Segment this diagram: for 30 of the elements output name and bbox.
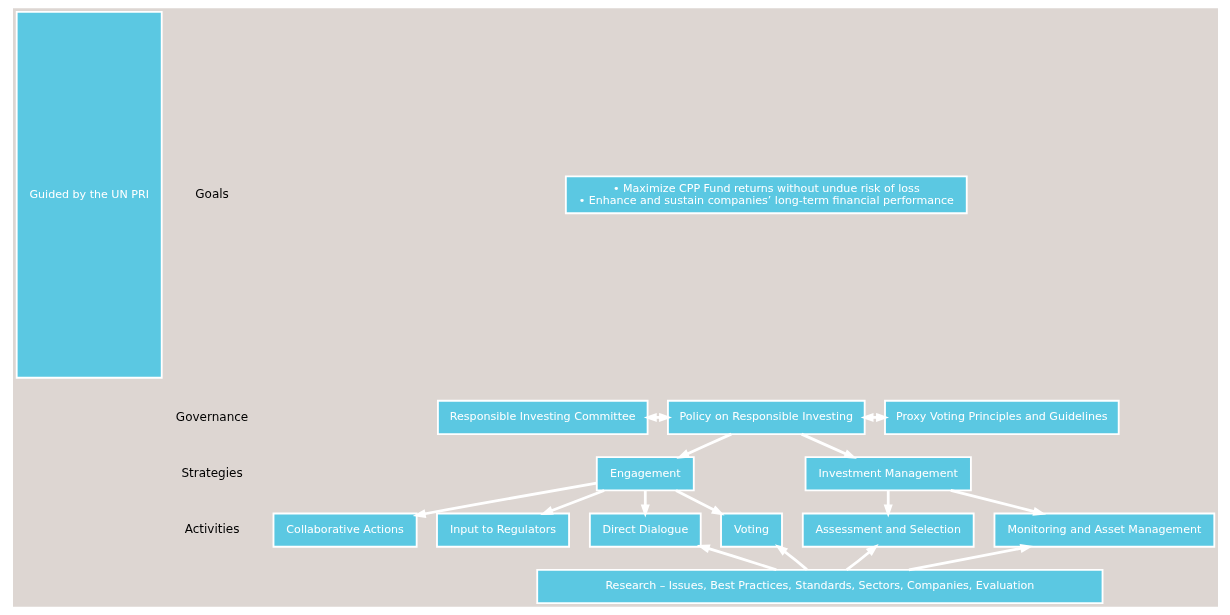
arrow	[949, 489, 1046, 516]
node-box: Policy on Responsible Investing	[666, 399, 866, 435]
node-box: Investment Management	[804, 456, 972, 492]
node-box: Direct Dialogue	[588, 512, 702, 548]
node-box: • Maximize CPP Fund returns without undue risk of loss • Enhance and sustain companies’ long-term financial performance	[564, 175, 968, 215]
node-box: Proxy Voting Principles and Guidelines	[883, 399, 1120, 435]
node-box: Research – Issues, Best Practices, Standards, Sectors, Companies, Evaluation	[535, 568, 1103, 604]
node-box: Input to Regulators	[435, 512, 570, 548]
arrow	[696, 544, 777, 572]
arrow	[908, 544, 1033, 572]
arrow	[640, 490, 650, 518]
label: Governance	[175, 409, 248, 424]
node-box: Monitoring and Asset Management	[993, 512, 1215, 548]
label: Activities	[184, 522, 239, 537]
node-box: Assessment and Selection	[801, 512, 975, 548]
arrow	[774, 544, 808, 571]
arrow	[883, 490, 893, 518]
arrow	[800, 432, 857, 459]
label: Strategies	[180, 465, 243, 480]
node-box: Engagement	[595, 456, 695, 492]
arrow	[539, 489, 605, 515]
node-box: Voting	[719, 512, 783, 548]
arrow	[412, 481, 597, 519]
arrow	[845, 544, 879, 571]
arrow	[675, 432, 732, 459]
node-box: Guided by the UN PRI	[15, 11, 163, 379]
arrow	[674, 489, 725, 516]
node-box: Responsible Investing Committee	[436, 399, 649, 435]
node-box: Collaborative Actions	[272, 512, 418, 548]
label: Goals	[194, 186, 229, 201]
